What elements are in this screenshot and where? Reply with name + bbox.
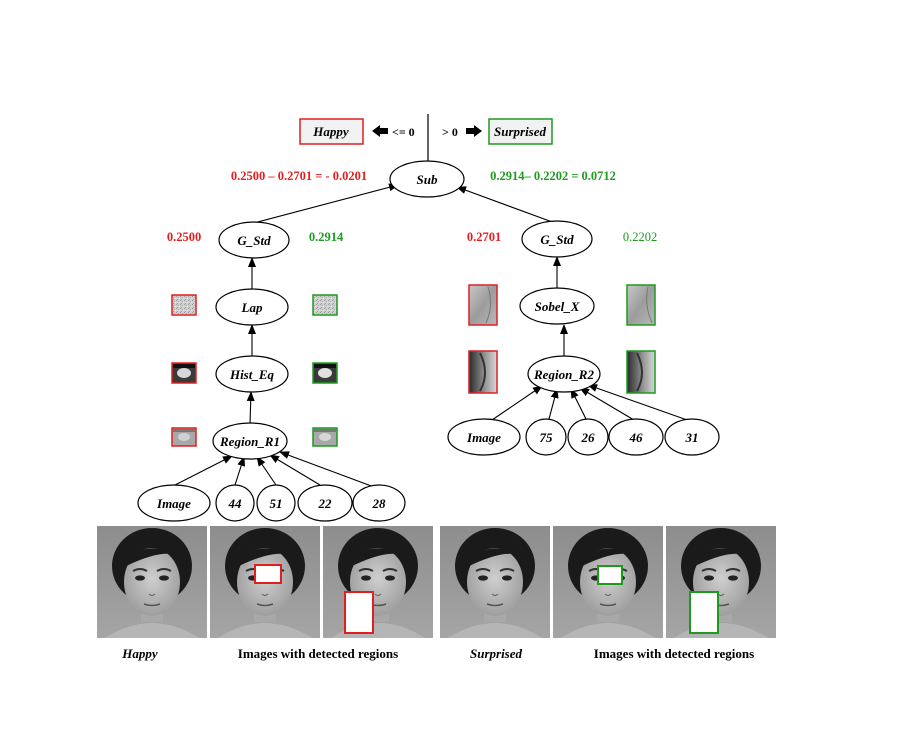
right-rule: > 0: [442, 125, 458, 139]
node-hist-eq-label: Hist_Eq: [229, 367, 275, 382]
region2-thumb-surprised: [626, 350, 656, 394]
right-arrow-icon: [466, 125, 482, 137]
happy-class-label: Happy: [312, 124, 349, 139]
node-r1-44: [215, 484, 255, 522]
node-region-r1: [212, 422, 288, 460]
node-lap-label: Lap: [241, 300, 263, 315]
hist-thumb-surprised: [312, 362, 338, 384]
caption-happy: Happy: [121, 646, 158, 661]
sobel-thumb-surprised: [626, 284, 656, 326]
left-thumbnails: [171, 294, 338, 447]
face-panel-surprised-region1: [553, 526, 663, 638]
edge-r2-75: [548, 388, 559, 420]
node-region-r2-label: Region_R2: [533, 367, 594, 382]
node-right-g-std: [521, 220, 593, 258]
right-std-surprised-value: 0.2202: [623, 230, 657, 244]
detected-region-r1-box: [597, 565, 623, 585]
happy-class-box: [299, 118, 364, 145]
face-panel-surprised-region2: [666, 526, 776, 638]
node-r1-22-label: 22: [318, 496, 333, 511]
node-r2-75: [525, 418, 567, 456]
edge-r2-image: [491, 385, 543, 421]
node-sub-label: Sub: [417, 172, 438, 187]
edge-r2-31: [587, 384, 691, 422]
face-panel-happy: [97, 526, 207, 638]
left-std-happy-value: 0.2500: [167, 230, 201, 244]
node-r2-image: [447, 418, 521, 456]
surprised-class-label: Surprised: [494, 124, 547, 139]
region-thumb-happy: [171, 427, 197, 447]
node-r1-28-label: 28: [372, 496, 387, 511]
surprised-equation: 0.2914– 0.2202 = 0.0712: [490, 169, 616, 183]
detected-region-r1-box: [254, 564, 282, 584]
edge-r1-51: [256, 456, 277, 486]
decision-header: Happy <= 0 > 0 Surprised: [299, 114, 553, 162]
region2-thumb-happy: [468, 350, 498, 394]
edge-r1-44: [234, 456, 246, 486]
left-rule: <= 0: [392, 125, 415, 139]
lap-thumb-surprised: [312, 294, 338, 316]
node-r1-image-label: Image: [156, 496, 191, 511]
edge-r2-26: [570, 388, 587, 420]
face-panel-surprised: [440, 526, 550, 638]
face-panel-happy-region2: [323, 526, 433, 638]
edge-region-to-hist: [246, 391, 255, 425]
tree-edges: [174, 183, 691, 488]
edge-r1-28: [279, 451, 375, 488]
node-r2-26: [567, 418, 609, 456]
node-r1-28: [352, 484, 406, 522]
face-image-strip: [97, 526, 776, 638]
node-r2-31-label: 31: [685, 430, 699, 445]
face-panel-happy-region1: [210, 526, 320, 638]
surprised-class-box: [488, 118, 553, 145]
node-r1-22: [297, 484, 353, 522]
node-region-r1-label: Region_R1: [219, 434, 280, 449]
node-r1-51-label: 51: [270, 496, 283, 511]
node-hist-eq: [215, 355, 289, 393]
node-left-g-std-label: G_Std: [237, 233, 271, 248]
node-sobel-x-label: Sobel_X: [535, 299, 580, 314]
node-r2-75-label: 75: [540, 430, 554, 445]
node-r2-46-label: 46: [629, 430, 644, 445]
left-std-surprised-value: 0.2914: [309, 230, 344, 244]
edge-r1-image: [174, 455, 233, 486]
node-region-r2: [527, 355, 601, 393]
node-r2-26-label: 26: [581, 430, 596, 445]
happy-equation: 0.2500 – 0.2701 = - 0.0201: [231, 169, 367, 183]
sobel-thumb-happy: [468, 284, 498, 326]
left-arrow-icon: [372, 125, 388, 137]
region-thumb-surprised: [312, 427, 338, 447]
caption-happy-regions: Images with detected regions: [238, 646, 398, 661]
node-r2-31: [664, 418, 720, 456]
detected-region-r2-box: [344, 591, 374, 634]
node-left-g-std: [218, 221, 290, 259]
node-lap: [215, 288, 289, 326]
lap-thumb-happy: [171, 294, 197, 316]
right-thumbnails: [468, 284, 656, 394]
node-r2-image-label: Image: [466, 430, 501, 445]
right-std-happy-value: 0.2701: [467, 230, 501, 244]
edge-left-std-to-sub: [253, 183, 399, 224]
edge-right-std-to-sub: [456, 186, 556, 224]
node-sub: [389, 160, 465, 198]
node-r1-44-label: 44: [228, 496, 243, 511]
detected-region-r2-box: [689, 591, 719, 634]
node-r1-image: [137, 484, 211, 522]
node-r2-46: [608, 418, 664, 456]
node-right-g-std-label: G_Std: [540, 232, 574, 247]
caption-surprised: Surprised: [470, 646, 523, 661]
node-r1-51: [256, 484, 296, 522]
edge-r1-22: [269, 454, 321, 486]
hist-thumb-happy: [171, 362, 197, 384]
edge-r2-46: [579, 387, 635, 421]
node-sobel-x: [519, 287, 595, 325]
caption-surprised-regions: Images with detected regions: [594, 646, 754, 661]
